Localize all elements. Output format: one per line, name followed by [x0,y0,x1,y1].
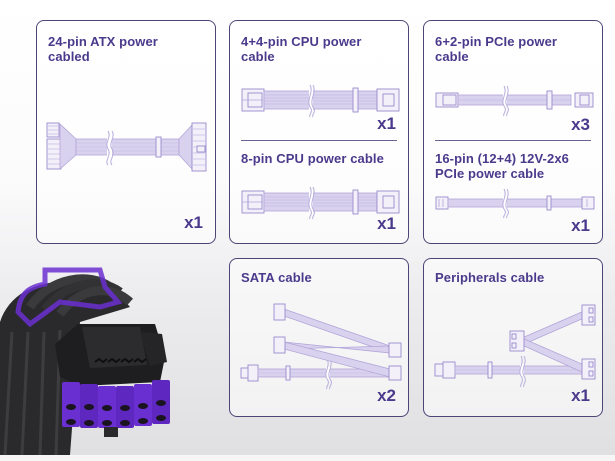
title-line: cable [241,49,275,64]
divider [435,140,591,142]
card-title: 8-pin CPU power cable [241,151,384,166]
quantity-label: x1 [571,386,590,405]
quantity-label: x1 [571,216,590,235]
card-sata: SATA cable x2 [229,258,409,417]
quantity-label: x2 [377,386,396,405]
divider [241,140,397,142]
title-line: cabled [48,49,90,64]
title-line: 8-pin CPU power cable [241,151,384,166]
quantity-label: x1 [377,214,396,233]
cpu-4plus4-cable-icon [241,84,400,118]
connector-product-photo [0,267,170,455]
card-title: 16-pin (12+4) 12V-2x6 PCIe power cable [435,151,569,181]
card-title: Peripherals cable [435,270,544,285]
pcie-6plus2-cable-icon [435,85,594,117]
quantity-label: x1 [184,213,203,232]
title-line: PCIe power cable [435,166,545,181]
cpu-8pin-cable-icon [241,186,400,220]
quantity-label: x3 [571,115,590,134]
title-line: 4+4-pin CPU power [241,34,362,49]
peripherals-cable-icon [434,304,596,388]
cable-comb-icon [15,267,123,328]
card-cpu-power: 4+4-pin CPU power cable x1 8-pin CPU pow… [229,20,409,244]
card-title: 24-pin ATX power cabled [48,34,158,64]
card-24pin-atx: 24-pin ATX power cabled x1 [36,20,216,244]
title-line: SATA cable [241,270,312,285]
card-pcie-power: 6+2-pin PCIe power cable x3 16-pin (12+4… [423,20,603,244]
card-peripherals: Peripherals cable x1 [423,258,603,417]
title-line: cable [435,49,469,64]
sata-cable-icon [240,303,402,390]
title-line: 16-pin (12+4) 12V-2x6 [435,151,569,166]
24-pin-atx-cable-icon [46,122,207,172]
connector-housing-icon [55,324,167,386]
card-title: 4+4-pin CPU power cable [241,34,362,64]
title-line: Peripherals cable [435,270,545,285]
title-line: 6+2-pin PCIe power [435,34,558,49]
card-title: 6+2-pin PCIe power cable [435,34,557,64]
purple-terminals-icon [62,380,170,428]
quantity-label: x1 [377,114,396,133]
card-title: SATA cable [241,270,312,285]
pcie-16pin-cable-icon [435,188,595,219]
title-line: 24-pin ATX power [48,34,158,49]
terminal-holes [66,400,166,426]
